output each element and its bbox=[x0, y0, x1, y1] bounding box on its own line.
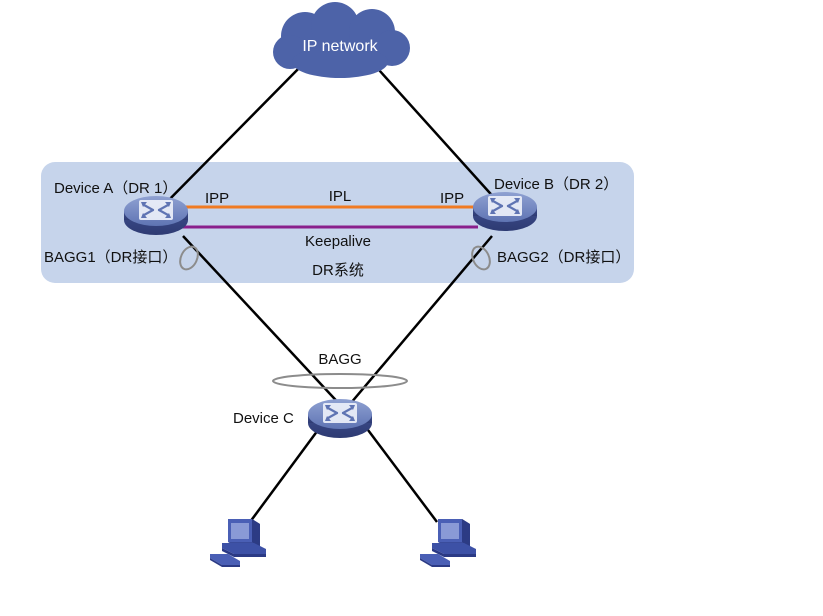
ipp-left-label: IPP bbox=[205, 190, 229, 207]
link-cloud-device-a bbox=[156, 59, 308, 213]
bagg-ring bbox=[272, 373, 408, 389]
dr-system-label: DR系统 bbox=[312, 262, 364, 279]
ipp-right-label: IPP bbox=[440, 190, 464, 207]
link-cloud-device-b bbox=[369, 59, 508, 213]
host-left-icon[interactable] bbox=[210, 519, 266, 567]
device-b-interface-label: BAGG2（DR接口） bbox=[497, 249, 630, 266]
device-a-label: Device A（DR 1） bbox=[54, 180, 177, 197]
cloud-label: IP network bbox=[302, 38, 378, 55]
device-b-icon[interactable] bbox=[471, 190, 539, 233]
bagg2-ring bbox=[471, 245, 491, 271]
ip-network-cloud: IP network bbox=[273, 2, 410, 78]
link-device-a-device-c bbox=[182, 235, 346, 411]
link-device-c-host-left bbox=[248, 429, 320, 523]
dr-system-region bbox=[41, 162, 634, 283]
host-right-icon[interactable] bbox=[420, 519, 476, 567]
ipl-label: IPL bbox=[329, 188, 352, 205]
device-c-label: Device C bbox=[233, 410, 294, 427]
device-c-icon[interactable] bbox=[306, 397, 374, 440]
device-a-icon[interactable] bbox=[122, 194, 190, 237]
bagg1-ring bbox=[179, 245, 199, 271]
device-b-label: Device B（DR 2） bbox=[494, 176, 618, 193]
device-a-interface-label: BAGG1（DR接口） bbox=[44, 249, 177, 266]
link-device-c-host-right bbox=[367, 429, 438, 523]
bagg-label: BAGG bbox=[318, 351, 361, 368]
link-device-b-device-c bbox=[344, 235, 493, 411]
keepalive-label: Keepalive bbox=[305, 233, 371, 250]
